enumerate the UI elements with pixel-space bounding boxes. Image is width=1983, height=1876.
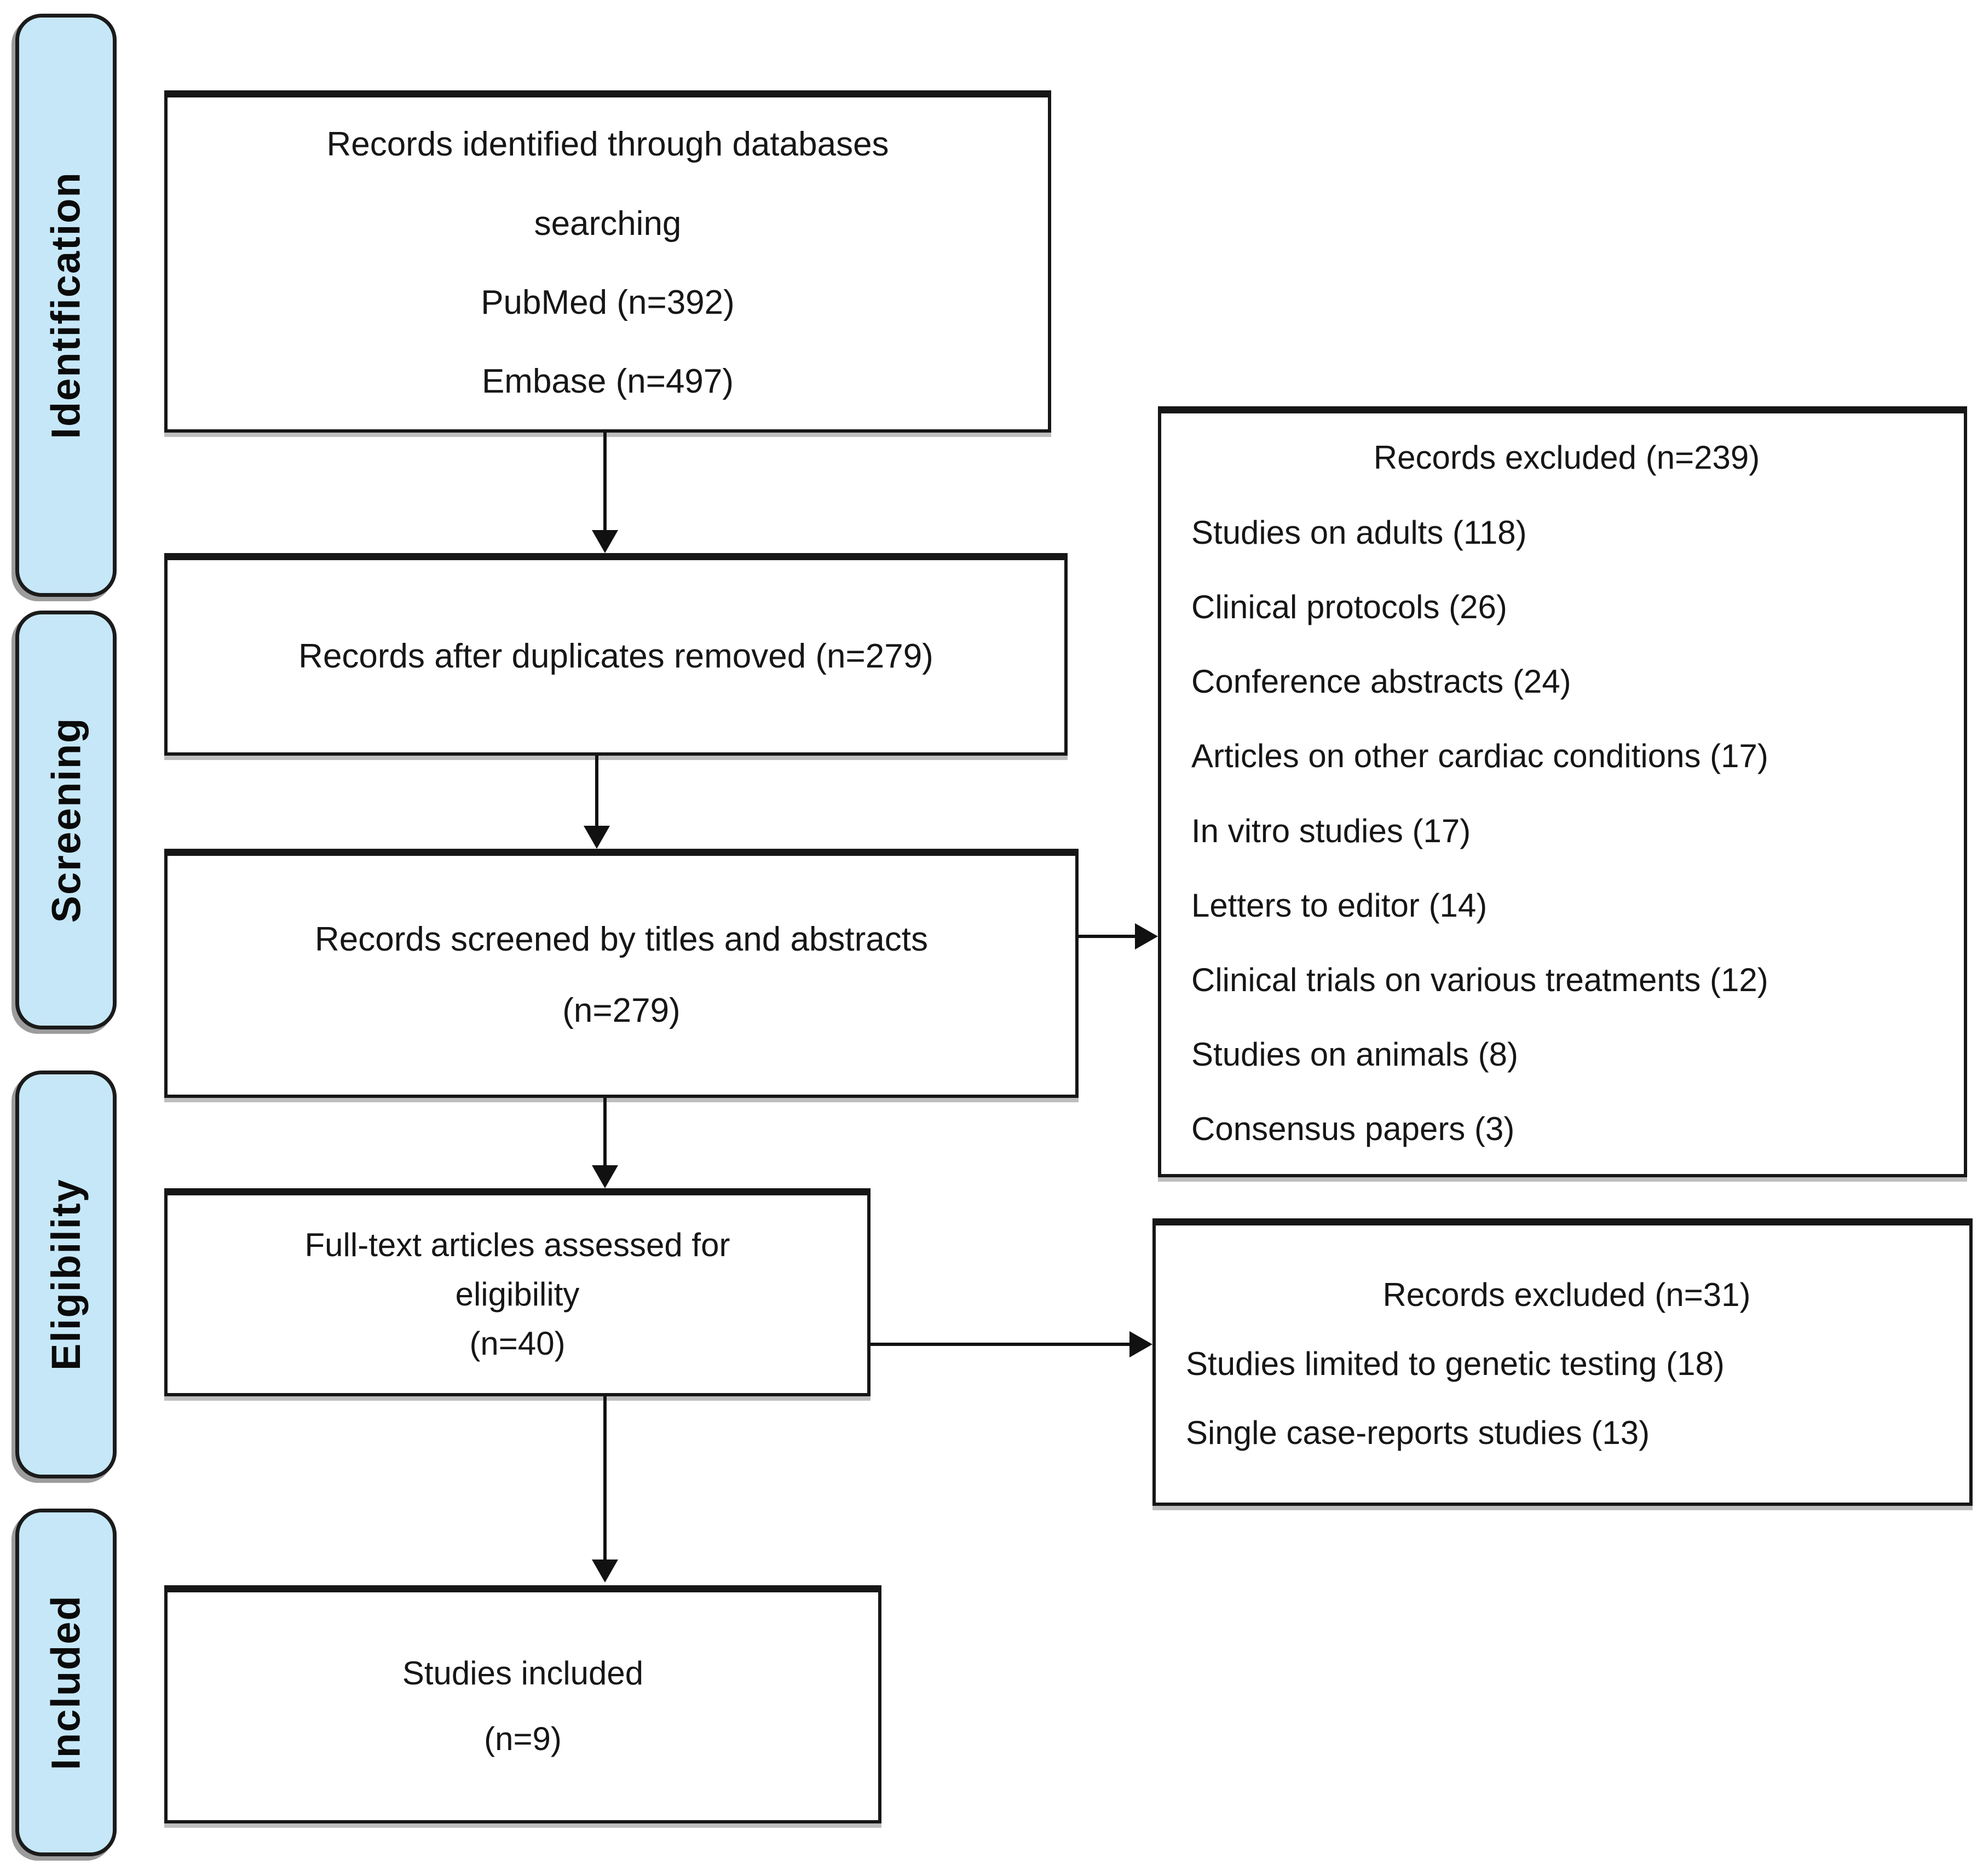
stage-label-identification-text: Identification (43, 171, 89, 439)
excluded-fulltext-title: Records excluded (n=31) (1382, 1276, 1751, 1313)
records-identified-line: searching (534, 204, 682, 243)
arrowhead-down-icon (592, 530, 618, 553)
excluded-item: Clinical protocols (26) (1191, 588, 1507, 625)
arrow-identified-to-duplicates (603, 433, 607, 531)
excluded-item: In vitro studies (17) (1191, 812, 1471, 849)
excluded-item: Single case-reports studies (13) (1186, 1414, 1650, 1451)
excluded-item: Consensus papers (3) (1191, 1110, 1515, 1148)
excluded-item: Letters to editor (14) (1191, 887, 1488, 924)
records-screened-line: Records screened by titles and abstracts (315, 920, 928, 958)
fulltext-line: Full-text articles assessed for (304, 1226, 730, 1263)
records-screened-count: (n=279) (562, 992, 681, 1029)
stage-label-identification: Identification (15, 14, 117, 597)
flow-box-records-screened: Records screened by titles and abstracts… (164, 849, 1079, 1098)
records-identified-pubmed-count: PubMed (n=392) (481, 284, 735, 321)
excluded-item: Conference abstracts (24) (1191, 663, 1571, 700)
arrowhead-right-icon (1135, 923, 1158, 949)
studies-included-line: Studies included (402, 1655, 644, 1691)
stage-label-included-text: Included (43, 1595, 89, 1770)
excluded-box-screening: Records excluded (n=239) Studies on adul… (1158, 406, 1967, 1177)
excluded-item: Studies on animals (8) (1191, 1036, 1518, 1073)
flow-box-studies-included: Studies included (n=9) (164, 1585, 881, 1823)
arrow-duplicates-to-screened (595, 756, 598, 827)
flow-box-duplicates-removed: Records after duplicates removed (n=279) (164, 553, 1068, 756)
excluded-item: Articles on other cardiac conditions (17… (1191, 738, 1768, 775)
fulltext-line: eligibility (455, 1275, 580, 1313)
stage-label-screening: Screening (15, 611, 117, 1029)
excluded-box-fulltext: Records excluded (n=31) Studies limited … (1152, 1218, 1973, 1506)
excluded-item: Studies on adults (118) (1191, 514, 1527, 551)
flow-box-records-identified: Records identified through databases sea… (164, 90, 1051, 433)
studies-included-count: (n=9) (484, 1720, 562, 1757)
duplicates-removed-line: Records after duplicates removed (n=279) (298, 637, 933, 675)
arrowhead-down-icon (592, 1560, 618, 1582)
stage-label-included: Included (15, 1509, 117, 1856)
arrowhead-right-icon (1129, 1331, 1152, 1357)
records-identified-line: Records identified through databases (326, 125, 889, 164)
arrowhead-down-icon (584, 826, 610, 849)
arrow-screened-to-excluded (1079, 935, 1136, 938)
stage-label-eligibility: Eligibility (15, 1071, 117, 1478)
stage-label-screening-text: Screening (43, 717, 89, 923)
arrowhead-down-icon (592, 1165, 618, 1188)
stage-label-eligibility-text: Eligibility (43, 1178, 89, 1371)
flow-box-fulltext-assessed: Full-text articles assessed for eligibil… (164, 1188, 871, 1396)
arrow-fulltext-to-included (603, 1396, 607, 1561)
arrow-screened-to-fulltext (603, 1098, 607, 1166)
excluded-item: Clinical trials on various treatments (1… (1191, 961, 1768, 998)
fulltext-count: (n=40) (469, 1325, 566, 1362)
excluded-item: Studies limited to genetic testing (18) (1186, 1345, 1725, 1382)
records-identified-embase-count: Embase (n=497) (481, 362, 734, 401)
excluded-screening-title: Records excluded (n=239) (1373, 439, 1760, 476)
arrow-fulltext-to-excluded (871, 1343, 1131, 1346)
